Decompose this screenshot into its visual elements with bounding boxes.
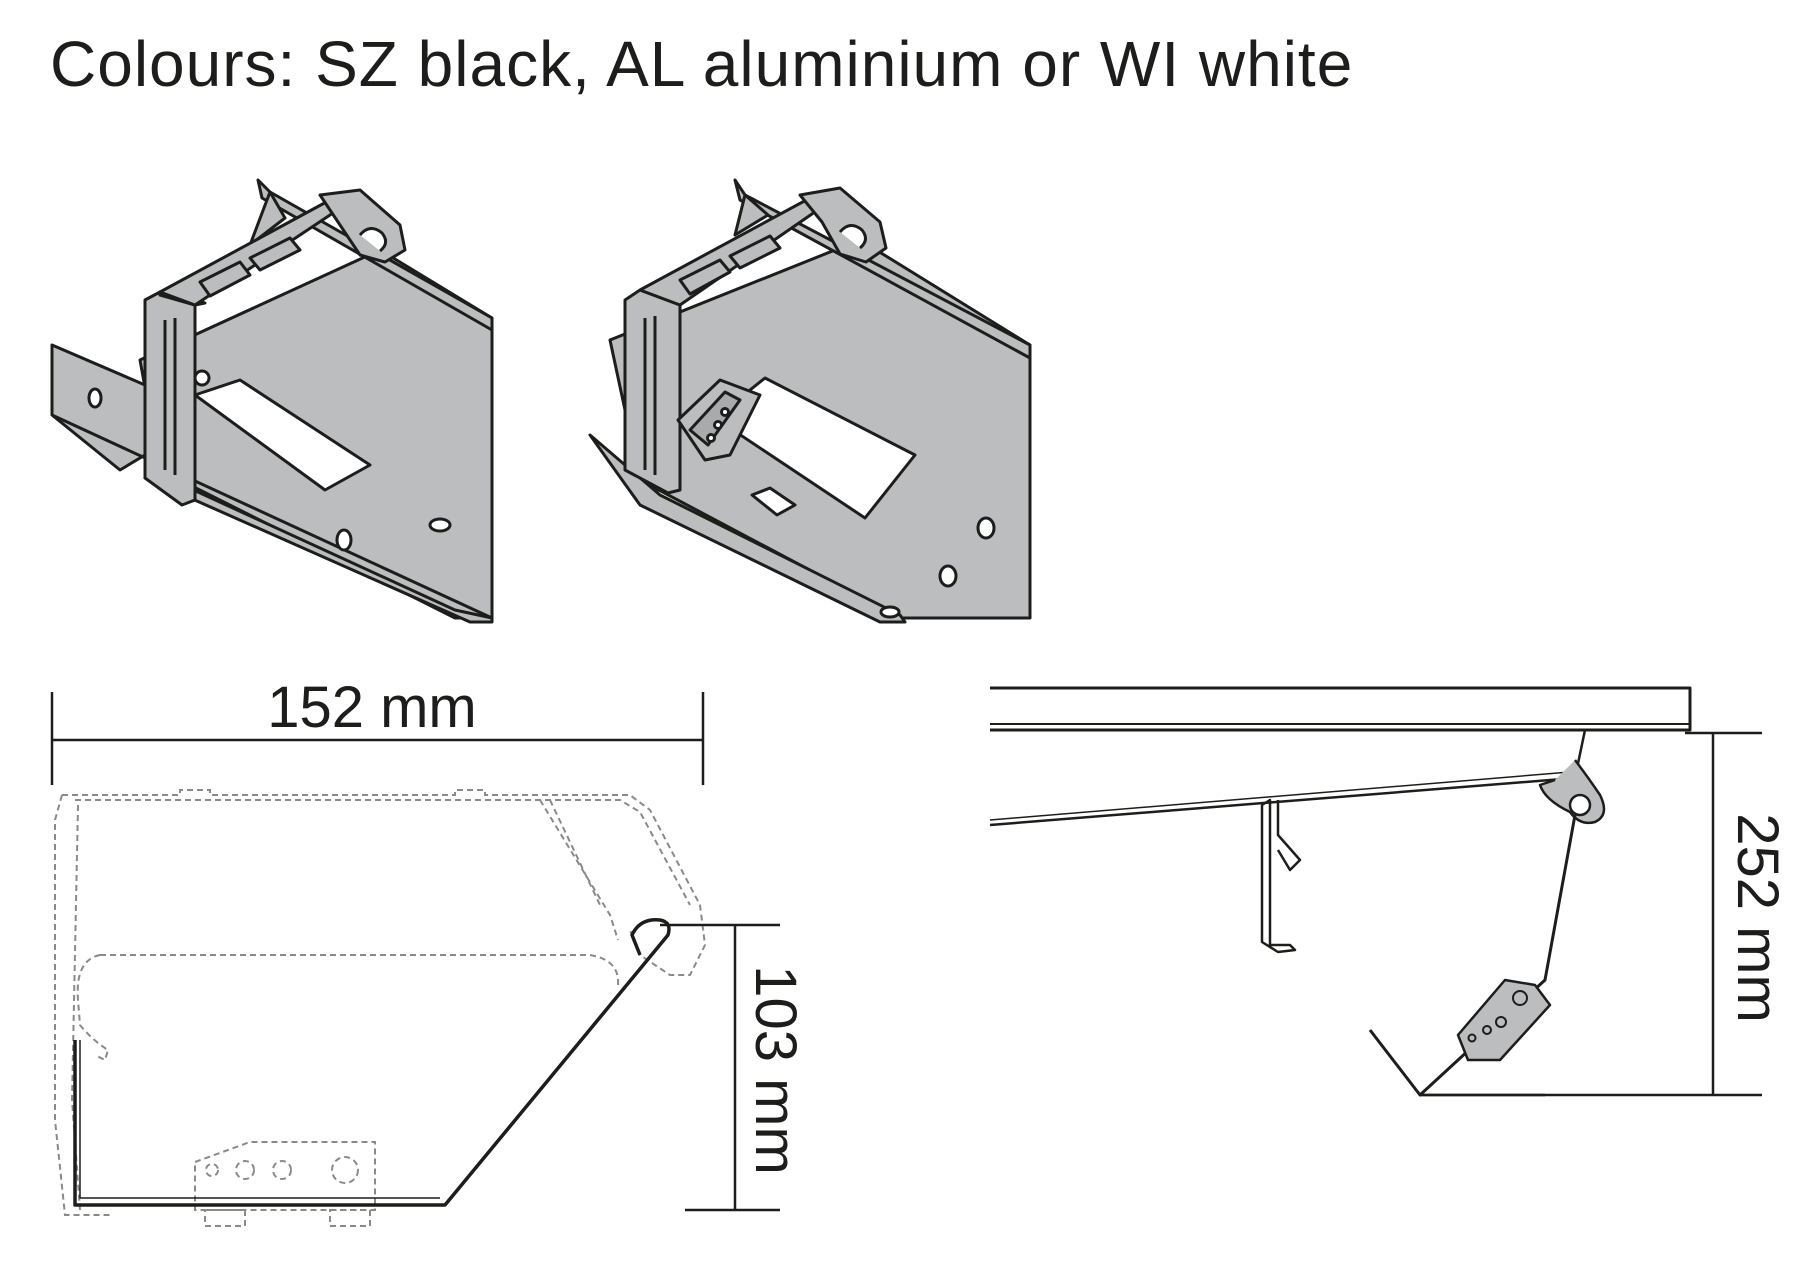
section-view-height — [989, 686, 1762, 1097]
height-dimension-label: 252 mm — [1725, 813, 1790, 1023]
perspective-view-mounting-bracket — [50, 178, 494, 624]
perspective-view-with-socket-holder — [588, 178, 1032, 624]
section-view-width-depth: 152 mm 103 mm — [50, 675, 808, 1227]
width-dimension-label: 152 mm — [267, 675, 477, 740]
caption: Colours: SZ black, AL aluminium or WI wh… — [50, 28, 1354, 100]
depth-dimension-label: 103 mm — [743, 965, 808, 1175]
